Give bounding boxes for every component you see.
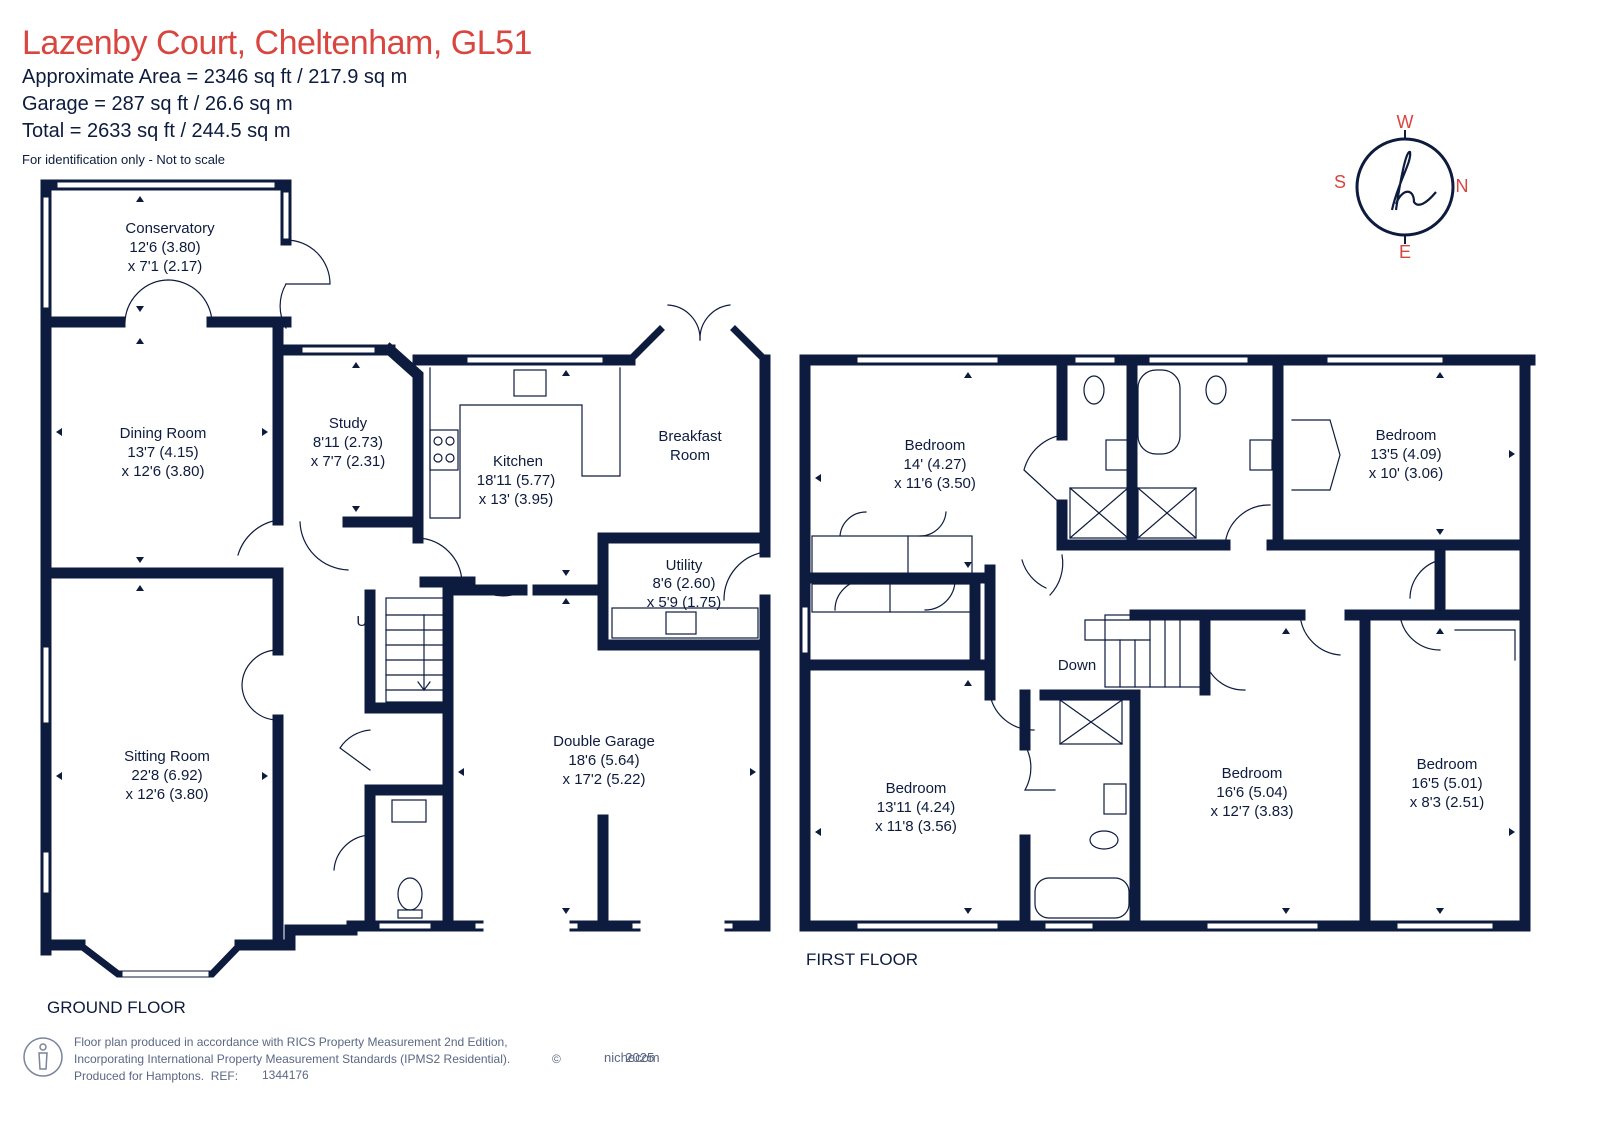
- garage-dim1: 18'6 (5.64): [568, 752, 639, 769]
- stairs-down-label: Down: [1058, 657, 1096, 674]
- bedroom-1-name: Bedroom: [905, 437, 966, 454]
- footer-line-3: Produced for Hamptons. REF:: [74, 1068, 510, 1085]
- first-floor-label: FIRST FLOOR: [806, 950, 919, 969]
- conservatory-name: Conservatory: [125, 220, 215, 237]
- total-area: Total = 2633 sq ft / 244.5 sq m: [22, 120, 291, 142]
- sitting-room-name: Sitting Room: [124, 748, 210, 765]
- compass-south: S: [1334, 172, 1346, 192]
- compass-west: W: [1397, 112, 1414, 132]
- compass-east: E: [1399, 242, 1411, 262]
- bedroom-2-dim1: 13'5 (4.09): [1370, 446, 1441, 463]
- bedroom-4-dim2: x 12'7 (3.83): [1211, 803, 1294, 820]
- kitchen-counters: [391, 367, 759, 919]
- breakfast-room-name: Breakfast: [658, 428, 722, 445]
- bedroom-5-dim2: x 8'3 (2.51): [1410, 794, 1485, 811]
- measurement-standard-icon: [23, 1037, 63, 1077]
- brand-text: nichecom: [604, 1050, 660, 1065]
- first-floor-doors: [834, 434, 1441, 791]
- first-floor-fixtures: [811, 369, 1516, 919]
- kitchen-name: Kitchen: [493, 453, 543, 470]
- bedroom-1-dim2: x 11'6 (3.50): [894, 475, 976, 492]
- footer-text: Floor plan produced in accordance with R…: [74, 1034, 510, 1085]
- brand-name: nichecom 2025: [604, 1050, 692, 1065]
- dining-room-name: Dining Room: [120, 425, 207, 442]
- stairs-up-label: Up: [356, 613, 375, 630]
- sitting-room-dim1: 22'8 (6.92): [131, 767, 202, 784]
- bedroom-3-dim2: x 11'8 (3.56): [875, 818, 957, 835]
- bedroom-1-dim1: 14' (4.27): [904, 456, 967, 473]
- ground-windows: [43, 182, 733, 977]
- footer-line-1: Floor plan produced in accordance with R…: [74, 1035, 508, 1049]
- logo-icon: [1390, 150, 1437, 211]
- approximate-area: Approximate Area = 2346 sq ft / 217.9 sq…: [22, 66, 408, 88]
- reference-number: 1344176: [262, 1068, 309, 1082]
- dimension-arrows: [56, 196, 1515, 914]
- compass-north: N: [1456, 176, 1469, 196]
- utility-dim2: x 5'9 (1.75): [647, 594, 722, 611]
- first-floor-windows: [802, 357, 1493, 929]
- utility-dim1: 8'6 (2.60): [653, 575, 716, 592]
- copyright-symbol: ©: [552, 1052, 561, 1066]
- page-title: Lazenby Court, Cheltenham, GL51: [22, 24, 532, 62]
- utility-name: Utility: [666, 557, 703, 574]
- bedroom-5-name: Bedroom: [1417, 756, 1478, 773]
- garage-name: Double Garage: [553, 733, 655, 750]
- copyright-year: 2025: [625, 1050, 655, 1065]
- study-name: Study: [329, 415, 368, 432]
- ground-floor-label: GROUND FLOOR: [47, 998, 186, 1017]
- footer-line-2: Incorporating International Property Mea…: [74, 1052, 511, 1066]
- dining-room-dim1: 13'7 (4.15): [127, 444, 198, 461]
- study-dim1: 8'11 (2.73): [313, 434, 383, 451]
- bedroom-2-dim2: x 10' (3.06): [1369, 465, 1444, 482]
- compass-icon: W N S E: [1334, 112, 1469, 262]
- conservatory-dim1: 12'6 (3.80): [129, 239, 200, 256]
- bedroom-3-dim1: 13'11 (4.24): [877, 799, 955, 816]
- bedroom-2-name: Bedroom: [1376, 427, 1437, 444]
- conservatory-dim2: x 7'1 (2.17): [128, 258, 203, 275]
- garage-dim2: x 17'2 (5.22): [563, 771, 646, 788]
- dining-room-dim2: x 12'6 (3.80): [122, 463, 205, 480]
- breakfast-room-name2: Room: [670, 447, 710, 464]
- sitting-room-dim2: x 12'6 (3.80): [126, 786, 209, 803]
- ground-stairs: [385, 597, 445, 703]
- bedroom-4-name: Bedroom: [1222, 765, 1283, 782]
- footer-ref-label: REF:: [210, 1069, 239, 1083]
- bedroom-5-dim1: 16'5 (5.01): [1411, 775, 1482, 792]
- bedroom-4-dim1: 16'6 (5.04): [1216, 784, 1287, 801]
- footer-produced-for: Produced for Hamptons.: [74, 1069, 205, 1083]
- garage-area: Garage = 287 sq ft / 26.6 sq m: [22, 93, 293, 115]
- bedroom-3-name: Bedroom: [886, 780, 947, 797]
- disclaimer-note: For identification only - Not to scale: [22, 152, 226, 167]
- study-dim2: x 7'7 (2.31): [311, 453, 386, 470]
- kitchen-dim1: 18'11 (5.77): [477, 472, 555, 489]
- ground-doors: [124, 239, 766, 871]
- kitchen-dim2: x 13' (3.95): [479, 491, 554, 508]
